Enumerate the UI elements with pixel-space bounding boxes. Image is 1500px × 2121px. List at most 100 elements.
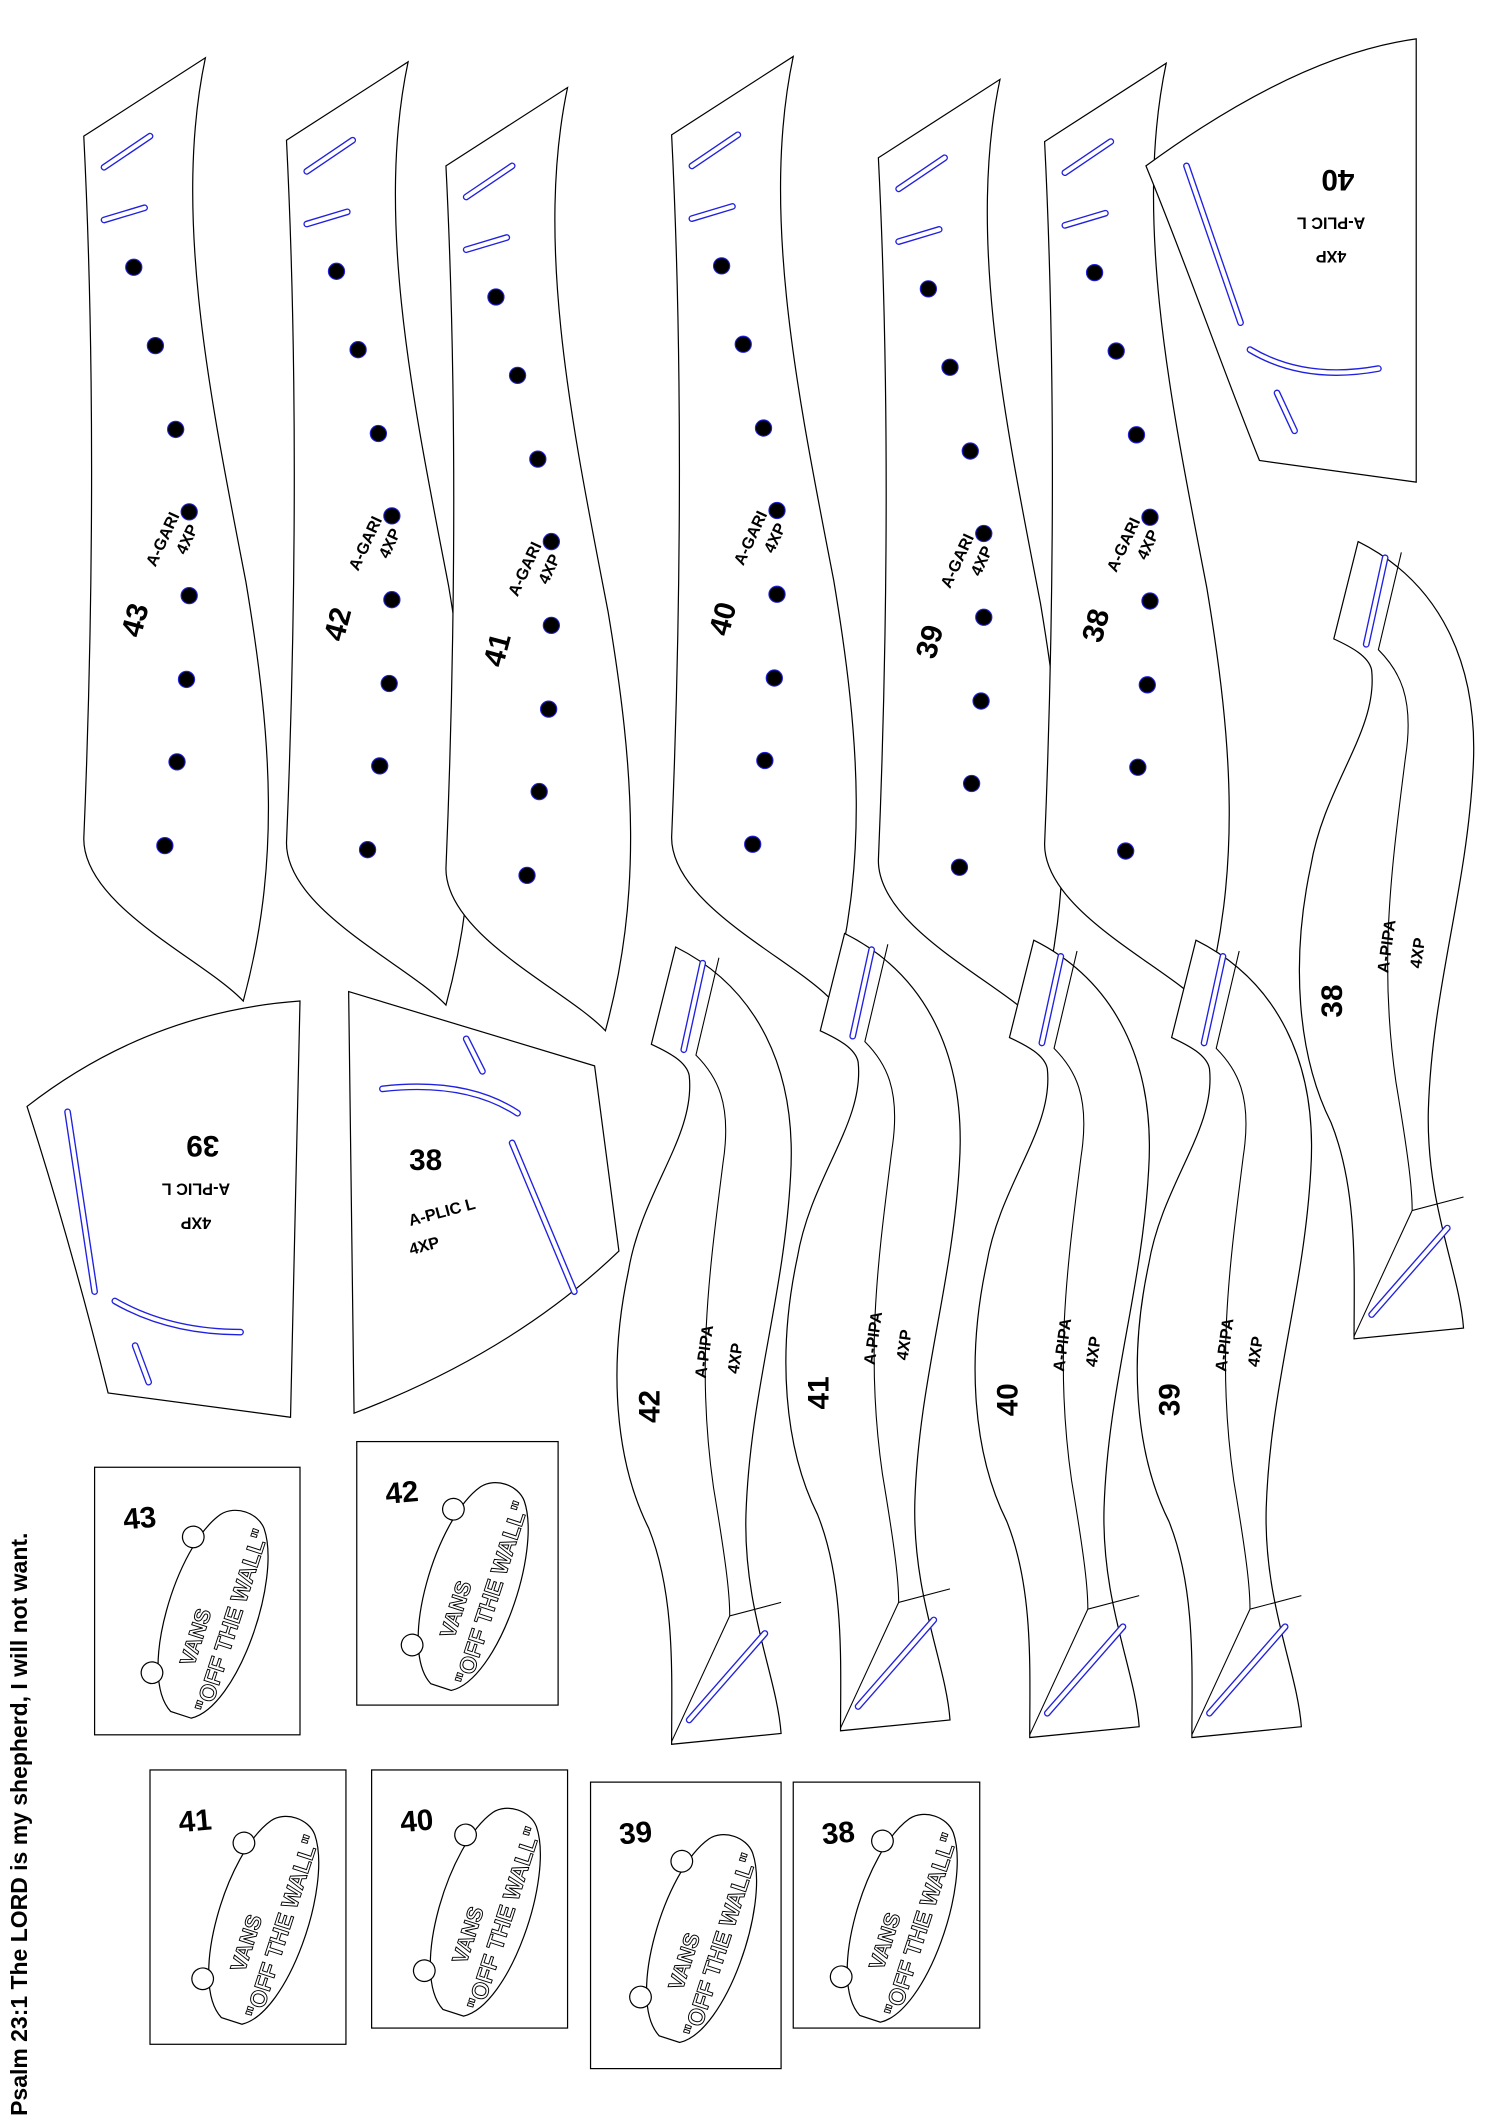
piece-size-number: 42 xyxy=(633,1390,666,1423)
punch-hole xyxy=(327,262,346,280)
piece-size-number: 38 xyxy=(1076,605,1116,645)
punch-hole xyxy=(1129,758,1147,776)
slot-mark-inner xyxy=(1062,139,1113,175)
logo-wheel xyxy=(454,1823,477,1847)
slot-mark-inner xyxy=(1364,555,1388,647)
punch-hole xyxy=(962,774,981,793)
piece-size-number: 39 xyxy=(910,622,950,662)
aplic-outline xyxy=(1145,38,1417,483)
piece-size-number: 43 xyxy=(122,1501,158,1537)
aplic-outline xyxy=(348,990,620,1415)
punch-hole xyxy=(529,450,547,468)
apipa-seam-line xyxy=(1029,950,1140,1736)
piece-quantity: 4XP xyxy=(893,1328,915,1361)
punch-hole xyxy=(487,288,505,306)
logo-shape xyxy=(846,1813,958,2023)
punch-hole xyxy=(369,424,388,443)
apipa-outline xyxy=(1298,540,1475,1340)
punch-hole xyxy=(349,341,367,359)
piece-size-number: 39 xyxy=(1154,1383,1187,1416)
logo-wheel xyxy=(191,1967,215,1991)
slot-mark-inner xyxy=(304,209,350,227)
punch-hole xyxy=(168,753,186,771)
logo-shape xyxy=(645,1834,758,2044)
punch-hole xyxy=(756,751,774,770)
punch-hole xyxy=(518,866,536,885)
punch-hole xyxy=(383,507,401,525)
slot-mark-inner xyxy=(687,1631,767,1722)
slot-mark-inner xyxy=(896,227,942,244)
slot-mark-inner xyxy=(689,132,740,168)
punch-hole xyxy=(1085,264,1104,282)
punch-hole xyxy=(1117,842,1135,860)
logo-shape xyxy=(429,1807,541,2017)
slot-mark-inner xyxy=(1062,211,1108,228)
slot-mark-inner xyxy=(510,1140,577,1294)
piece-size-number: 43 xyxy=(115,600,155,640)
vans-logo: VANS"OFF THE WALL" xyxy=(400,1482,534,1692)
psalm-caption: Psalm 23:1 The LORD is my shepherd, I wi… xyxy=(6,1533,32,2116)
logo-wheel xyxy=(140,1661,164,1685)
punch-hole xyxy=(941,358,959,376)
punch-hole xyxy=(744,835,762,853)
piece-size-number: 40 xyxy=(1321,163,1354,196)
logo-shape xyxy=(417,1482,529,1692)
punch-hole xyxy=(358,841,377,859)
punch-hole xyxy=(975,524,993,543)
slot-mark-inner xyxy=(681,961,705,1052)
slot-mark-inner xyxy=(1184,163,1243,325)
piece-size-number: 40 xyxy=(992,1383,1025,1416)
slot-mark-inner xyxy=(1039,954,1063,1045)
slot-mark-inner xyxy=(689,204,735,221)
punch-hole xyxy=(712,257,731,275)
punch-hole xyxy=(1127,426,1146,444)
piece-size-number: 41 xyxy=(177,1803,213,1839)
slot-mark-inner xyxy=(65,1109,97,1294)
punch-hole xyxy=(542,532,560,551)
slot-mark-inner xyxy=(112,1299,243,1335)
punch-hole xyxy=(540,700,558,718)
punch-hole xyxy=(125,258,143,276)
logo-wheel xyxy=(400,1633,424,1657)
slot-mark-inner xyxy=(380,1084,520,1116)
apipa-outline xyxy=(785,932,961,1732)
piece-size-number: 41 xyxy=(477,630,517,670)
logo-wheel xyxy=(829,1965,853,1989)
piece-quantity: 4XP xyxy=(1316,247,1347,265)
apipa-seam-line xyxy=(840,944,951,1729)
apipa-seam-line xyxy=(671,957,782,1742)
logo-wheel xyxy=(412,1959,436,1983)
apipa-outline xyxy=(1136,939,1313,1739)
slot-mark-inner xyxy=(464,235,509,252)
logo-wheel xyxy=(181,1525,205,1549)
piece-size-number: 41 xyxy=(802,1376,835,1409)
agari-outline xyxy=(285,60,472,1007)
punch-hole xyxy=(961,442,979,460)
punch-hole xyxy=(919,280,938,298)
punch-hole xyxy=(975,608,993,626)
slot-mark-inner xyxy=(1202,954,1225,1045)
piece-quantity: 4XP xyxy=(180,1213,211,1231)
slot-mark-inner xyxy=(1275,390,1297,433)
apipa-outline xyxy=(616,946,792,1745)
punch-hole xyxy=(734,335,752,353)
piece-quantity: 4XP xyxy=(1245,1335,1267,1368)
punch-hole xyxy=(508,366,527,385)
vans-logo: VANS"OFF THE WALL" xyxy=(191,1815,325,2025)
